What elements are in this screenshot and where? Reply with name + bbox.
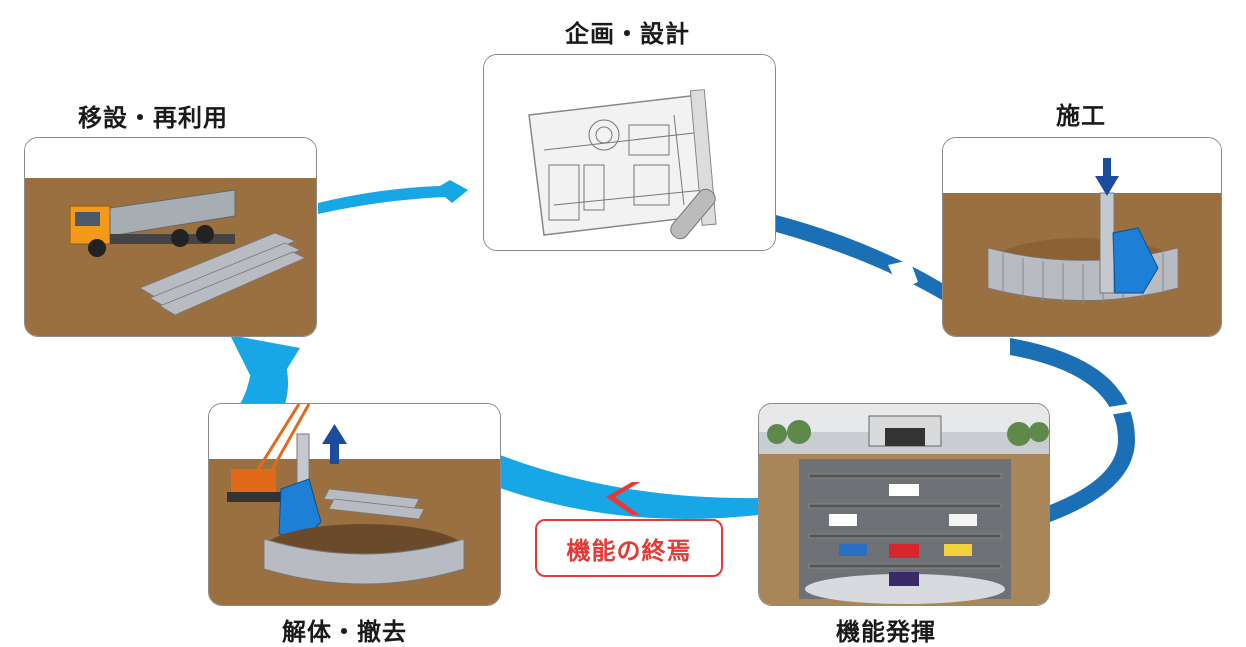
- cycle-gap-mark-right: [1090, 402, 1140, 418]
- end-of-function-badge: 機能の終焉: [535, 519, 723, 577]
- planning-image-card: [483, 54, 776, 251]
- stage-label-function: 機能発揮: [836, 618, 936, 646]
- stage-label-relocate: 移設・再利用: [78, 104, 228, 132]
- cycle-arc-function-to-dismantle: [500, 455, 758, 519]
- relocate-image-card: [24, 137, 317, 337]
- end-of-function-chevron: [606, 482, 640, 515]
- stage-label-dismantle: 解体・撤去: [282, 618, 407, 646]
- cycle-arc-planning-to-construction: [776, 215, 942, 300]
- underground-parking-icon: [759, 404, 1049, 605]
- construction-image-card: [942, 137, 1222, 337]
- crane-extraction-icon: [209, 404, 500, 605]
- stage-label-construction: 施工: [1056, 102, 1106, 130]
- cycle-arrow-head-construction: [888, 260, 918, 290]
- dismantle-image-card: [208, 403, 501, 606]
- blueprint-scroll-icon: [484, 55, 775, 250]
- cycle-arrow-head-relocate: [230, 335, 300, 375]
- sheet-pile-driving-icon: [943, 138, 1221, 336]
- cycle-arc-construction-to-function: [1010, 338, 1135, 522]
- truck-transport-icon: [25, 138, 316, 336]
- function-image-card: [758, 403, 1050, 606]
- stage-label-planning: 企画・設計: [565, 20, 690, 48]
- cycle-arc-relocate-to-planning: [318, 180, 468, 214]
